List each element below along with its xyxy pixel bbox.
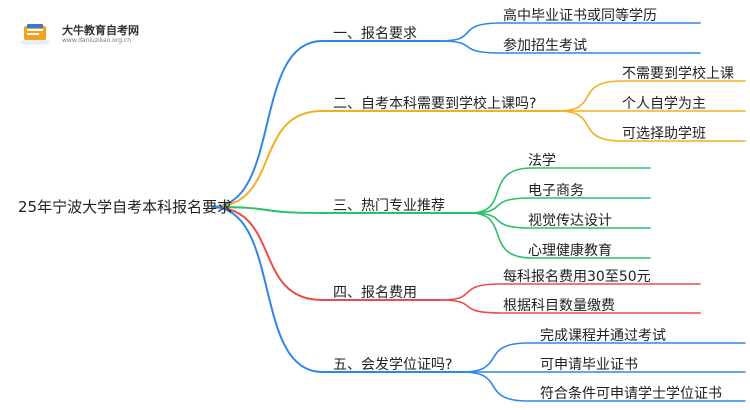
connector-leaf-5-3 [461, 371, 746, 402]
leaf-2-2[interactable]: 个人自学为主 [622, 96, 706, 112]
connector-leaf-2-3 [557, 110, 746, 142]
leaf-5-3[interactable]: 符合条件可申请学士学位证书 [540, 386, 722, 402]
leaf-3-4[interactable]: 心理健康教育 [528, 243, 612, 259]
connector-branch-2 [211, 110, 559, 208]
connector-leaf-3-1 [469, 167, 651, 214]
branch-label-4[interactable]: 四、报名费用 [333, 285, 417, 301]
leaf-1-2[interactable]: 参加招生考试 [503, 38, 587, 54]
connector-leaf-1-2 [439, 40, 701, 54]
connector-leaf-5-1 [461, 342, 746, 373]
branch-label-3[interactable]: 三、热门专业推荐 [333, 198, 445, 214]
watermark-subtitle: www.daniuzikao.org.cn [62, 37, 132, 44]
connector-branch-1 [211, 40, 441, 208]
leaf-3-1[interactable]: 法学 [528, 153, 556, 169]
connector-leaf-1-1 [439, 22, 701, 42]
connector-branch-4 [211, 206, 441, 301]
branch-label-2[interactable]: 二、自考本科需要到学校上课吗? [333, 96, 537, 112]
branch-label-5[interactable]: 五、会发学位证吗? [333, 357, 453, 373]
connector-leaf-4-2 [439, 299, 701, 314]
leaf-1-1[interactable]: 高中毕业证书或同等学历 [503, 8, 657, 24]
connector-leaf-3-2 [469, 197, 651, 214]
watermark-title: 大牛教育自考网 [62, 24, 139, 37]
leaf-5-1[interactable]: 完成课程并通过考试 [540, 328, 666, 344]
book-logo-icon [20, 24, 50, 45]
connector-leaf-4-1 [439, 283, 701, 301]
connector-leaf-3-3 [469, 212, 651, 229]
leaf-3-2[interactable]: 电子商务 [528, 183, 584, 199]
leaf-3-3[interactable]: 视觉传达设计 [528, 213, 612, 229]
leaf-4-1[interactable]: 每科报名费用30至50元 [503, 269, 651, 285]
site-logo: 大牛教育自考网 www.daniuzikao.org.cn [10, 8, 190, 48]
leaf-2-3[interactable]: 可选择助学班 [622, 126, 706, 142]
leaf-4-2[interactable]: 根据科目数量缴费 [503, 298, 615, 314]
leaf-2-1[interactable]: 不需要到学校上课 [622, 66, 734, 82]
branch-label-1[interactable]: 一、报名要求 [333, 26, 417, 42]
root-topic[interactable]: 25年宁波大学自考本科报名要求 [18, 198, 233, 216]
connector-branch-3 [211, 206, 471, 214]
leaf-5-2[interactable]: 可申请毕业证书 [540, 357, 638, 373]
connector-leaf-3-4 [469, 212, 651, 259]
connector-branch-5 [211, 206, 463, 373]
connector-leaf-2-1 [557, 80, 746, 112]
